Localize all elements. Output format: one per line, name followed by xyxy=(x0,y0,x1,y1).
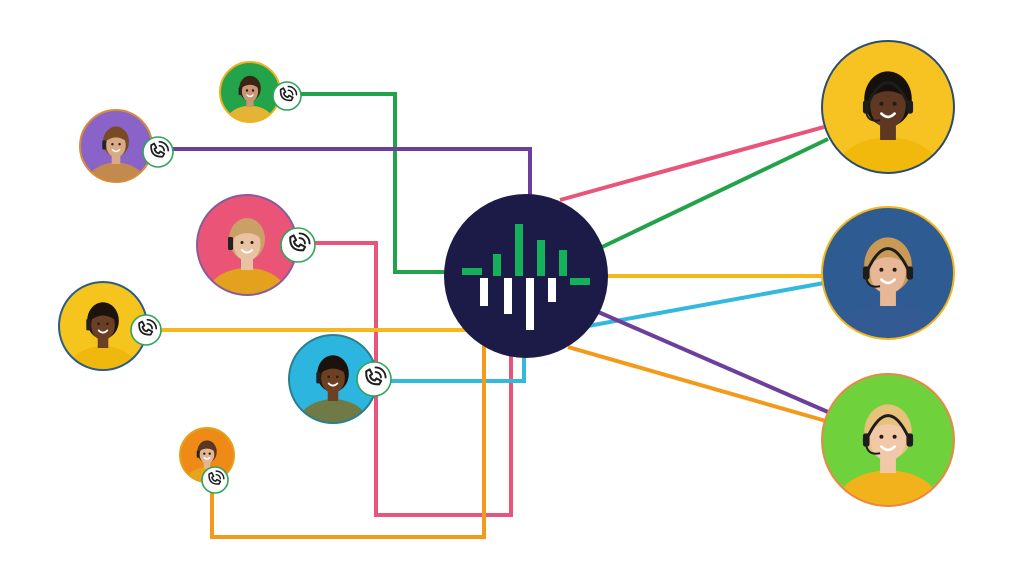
handheld-phone xyxy=(102,140,106,150)
waveform-bar xyxy=(537,240,545,276)
waveform-bar xyxy=(480,278,488,306)
avatars xyxy=(58,40,955,507)
line-pink-agent xyxy=(559,125,825,202)
line-green-caller xyxy=(300,92,450,274)
caller-purple-avatar xyxy=(79,109,174,183)
avatar-ring xyxy=(821,40,955,174)
headset-icon xyxy=(862,81,914,122)
caller-yellow-avatar xyxy=(58,281,162,371)
waveform-bar xyxy=(504,278,512,314)
handheld-phone xyxy=(238,87,242,95)
handheld-phone xyxy=(86,318,91,331)
face xyxy=(870,249,906,295)
hub-circle xyxy=(444,194,608,358)
waveform-bar xyxy=(526,278,534,330)
routing-hub xyxy=(444,194,608,358)
caller-pink-avatar xyxy=(196,194,316,296)
agent-middle-avatar xyxy=(821,206,955,340)
waveform-bar xyxy=(515,224,523,276)
face xyxy=(199,445,215,464)
phone-call-icon xyxy=(130,314,162,346)
shirt xyxy=(836,470,940,506)
line-pink-caller xyxy=(315,241,513,517)
phone-call-icon xyxy=(356,361,392,397)
handheld-phone xyxy=(196,450,200,458)
line-green-agent xyxy=(599,137,829,250)
agent-top-avatar xyxy=(821,40,955,174)
phone-call-icon xyxy=(272,81,302,111)
line-blue-caller xyxy=(390,354,526,383)
shirt xyxy=(836,137,940,173)
shirt xyxy=(836,303,940,339)
caller-green-top-avatar xyxy=(219,61,302,123)
face xyxy=(91,310,115,341)
caller-blue-avatar xyxy=(288,334,392,424)
waveform-bar xyxy=(559,250,567,276)
connection-lines xyxy=(160,92,829,539)
waveform-bar xyxy=(548,278,556,302)
handheld-phone xyxy=(228,237,233,250)
phone-call-icon xyxy=(280,227,316,263)
face xyxy=(241,81,259,102)
line-orange-caller xyxy=(210,344,486,539)
line-orange-agent xyxy=(567,345,827,423)
face xyxy=(106,133,126,158)
avatar-ring xyxy=(821,206,955,340)
line-purple-caller xyxy=(172,147,532,198)
line-purple-agent xyxy=(595,309,829,414)
face xyxy=(233,227,261,261)
face xyxy=(870,83,906,129)
audio-waveform-icon xyxy=(462,224,590,330)
avatar-ring xyxy=(821,373,955,507)
phone-call-icon xyxy=(142,136,174,168)
handheld-phone xyxy=(316,371,321,384)
headset-icon xyxy=(862,414,914,455)
caller-orange-avatar xyxy=(179,427,235,494)
agent-bottom-avatar xyxy=(821,373,955,507)
face xyxy=(321,363,345,394)
waveform-bar xyxy=(493,254,501,276)
face xyxy=(870,416,906,462)
phone-call-icon xyxy=(201,466,229,494)
line-blue-agent xyxy=(587,281,825,328)
headset-icon xyxy=(862,247,914,288)
